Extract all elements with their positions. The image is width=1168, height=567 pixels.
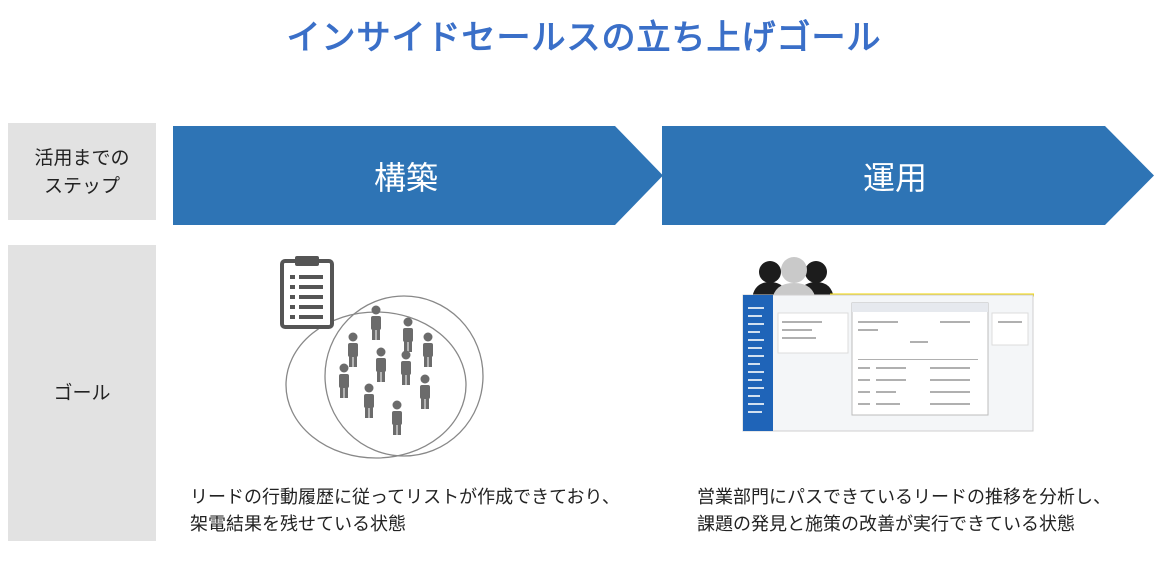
goal-description-operate: 営業部門にパスできているリードの推移を分析し、 課題の発見と施策の改善が実行でき… bbox=[697, 484, 1111, 538]
step-label-build: 構築 bbox=[373, 158, 438, 197]
chevron-arrow-shape bbox=[662, 126, 1154, 225]
step-arrow-build: 構築 bbox=[173, 126, 663, 225]
row-label-goal-text: ゴール bbox=[53, 382, 111, 404]
people-icons bbox=[339, 305, 433, 435]
step-label-operate: 運用 bbox=[862, 158, 927, 197]
goal-description-build-line1: リードの行動履歴に従ってリストが作成できており、 bbox=[190, 487, 620, 508]
goal-description-operate-line2: 課題の発見と施策の改善が実行できている状態 bbox=[697, 514, 1075, 535]
clipboard-icon bbox=[280, 256, 334, 329]
chevron-arrow-shape bbox=[173, 126, 663, 225]
team-silhouette-icon bbox=[752, 257, 834, 301]
goal-description-operate-line1: 営業部門にパスできているリードの推移を分析し、 bbox=[697, 487, 1111, 508]
row-label-goal: ゴール bbox=[8, 245, 156, 541]
row-label-steps: 活用までの ステップ bbox=[8, 123, 156, 220]
row-label-steps-line2: ステップ bbox=[43, 174, 120, 197]
row-label-steps-line1: 活用までの bbox=[34, 146, 130, 169]
goal-description-build: リードの行動履歴に従ってリストが作成できており、 架電結果を残せている状態 bbox=[190, 484, 620, 538]
page-title: インサイドセールスの立ち上げゴール bbox=[286, 18, 882, 58]
goal-description-build-line2: 架電結果を残せている状態 bbox=[190, 514, 406, 535]
lead-list-illustration bbox=[280, 256, 484, 459]
dashboard-screenshot bbox=[742, 294, 1034, 432]
dashboard-analysis-illustration bbox=[742, 257, 1034, 432]
step-arrow-operate: 運用 bbox=[662, 126, 1154, 225]
